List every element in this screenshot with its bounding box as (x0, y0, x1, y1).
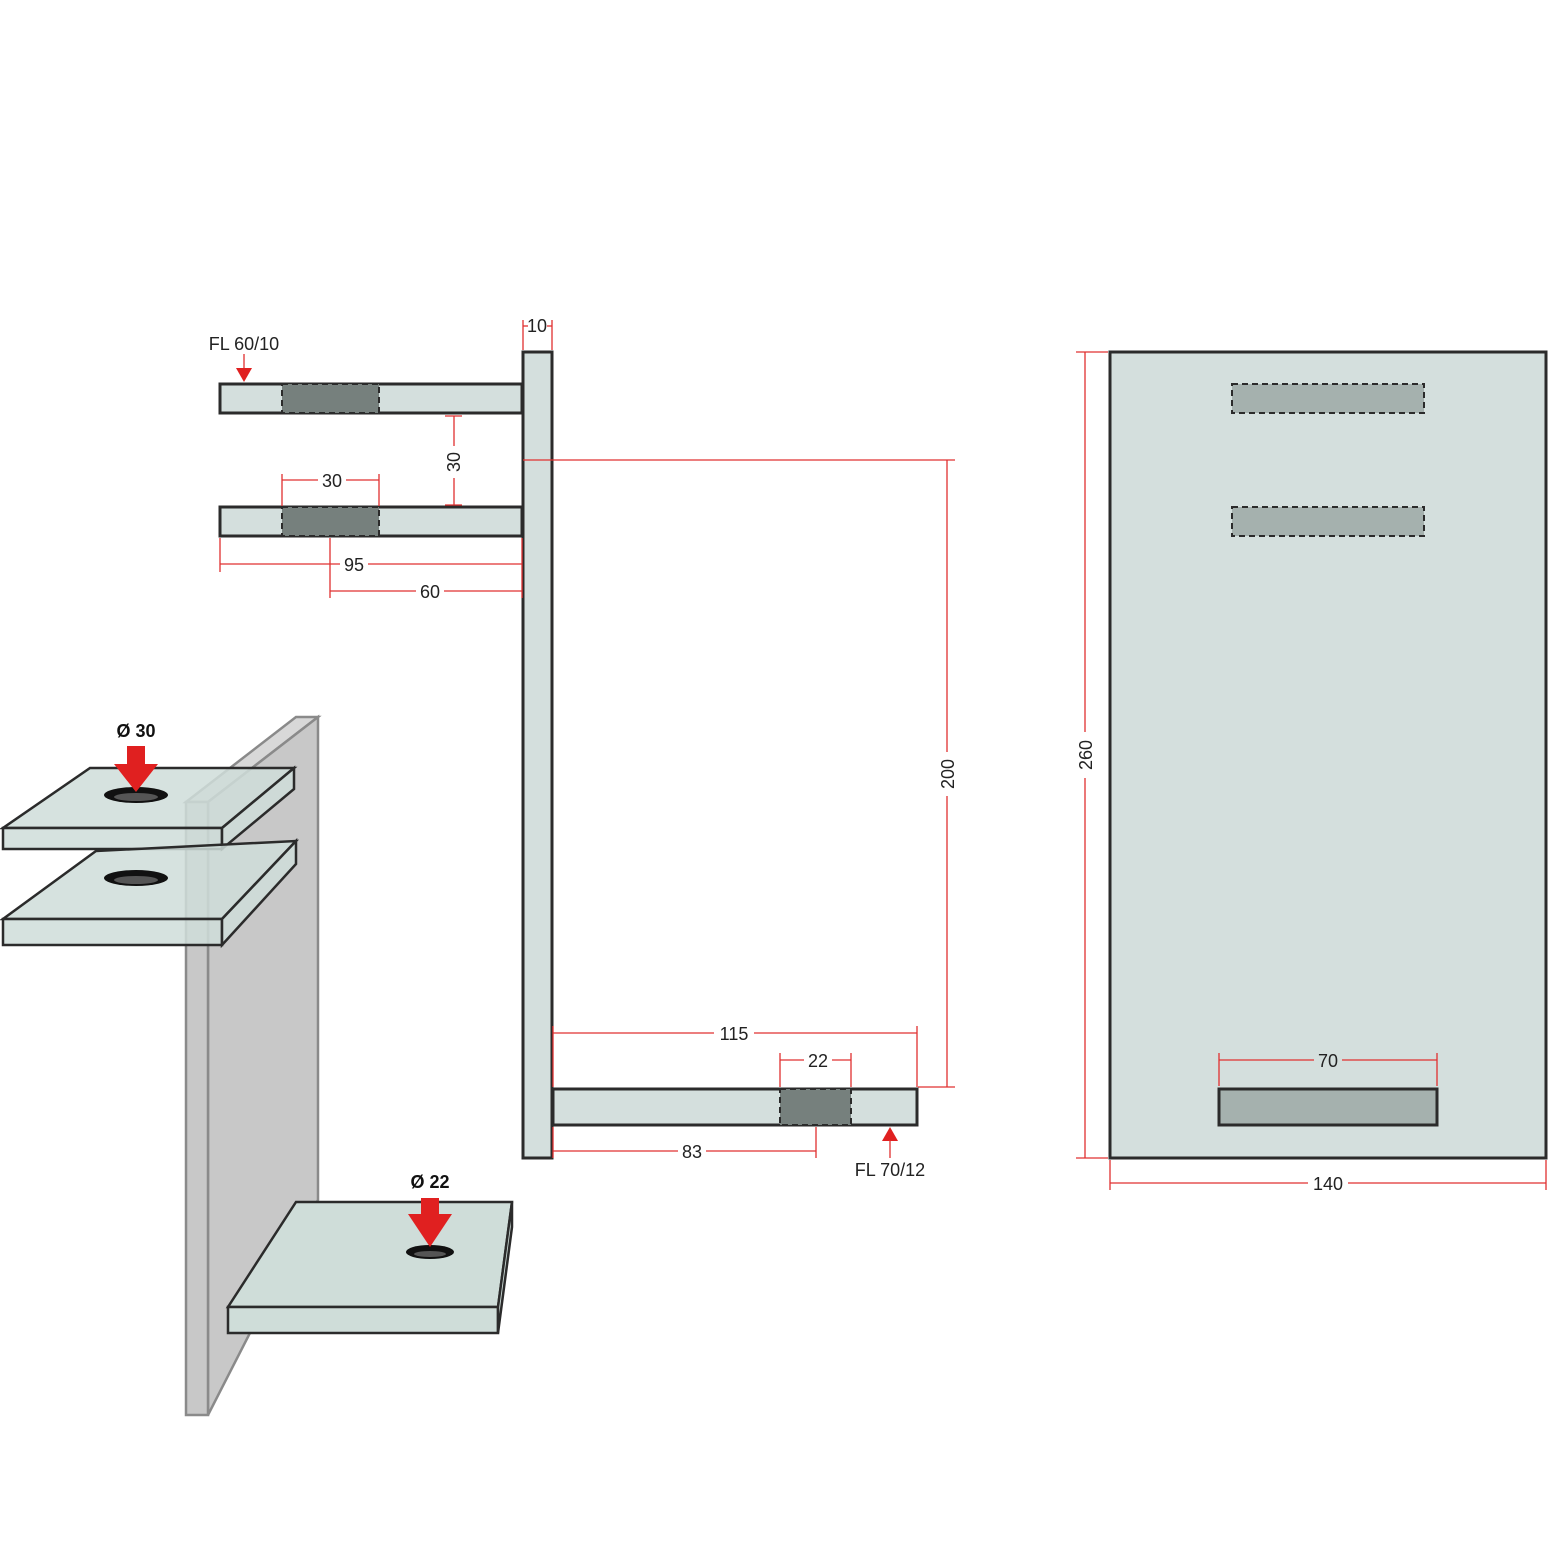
side-view: FL 60/10 FL 70/12 10 30 3 (209, 316, 958, 1180)
dim-83: 83 (552, 1127, 817, 1162)
dim-22: 22 (779, 1051, 852, 1087)
label-fl-60-10: FL 60/10 (209, 334, 279, 354)
dim-115: 115 (552, 1024, 918, 1087)
label-hole-30: Ø 30 (116, 721, 155, 741)
svg-text:60: 60 (420, 582, 440, 602)
svg-text:30: 30 (322, 471, 342, 491)
arrow-hole-bottom (408, 1198, 452, 1247)
vertical-plate (521, 350, 554, 1160)
label-hole-22: Ø 22 (410, 1172, 449, 1192)
iso-middle-plate-right (220, 837, 298, 949)
svg-text:83: 83 (682, 1142, 702, 1162)
svg-text:200: 200 (938, 759, 958, 789)
arrow-fl-top (236, 368, 252, 382)
iso-bottom-plate-front (226, 1305, 500, 1335)
isometric-view: Ø 30 Ø 22 (0, 714, 514, 1417)
dim-260: 260 (1076, 351, 1108, 1159)
svg-text:30: 30 (444, 452, 464, 472)
bottom-flat-bar (551, 1087, 919, 1127)
svg-text:22: 22 (808, 1051, 828, 1071)
dim-95: 95 (219, 538, 523, 598)
front-slot-bottom (1217, 1087, 1439, 1127)
dim-60: 60 (329, 538, 522, 602)
front-plate (1108, 350, 1548, 1160)
svg-text:115: 115 (720, 1024, 749, 1044)
svg-text:95: 95 (344, 555, 364, 575)
top-slot (281, 383, 380, 414)
label-fl-70-12: FL 70/12 (855, 1160, 925, 1180)
iso-top-plate-right (220, 765, 296, 852)
middle-slot (281, 506, 380, 537)
dim-10: 10 (522, 316, 553, 350)
dim-70: 70 (1218, 1051, 1438, 1086)
svg-text:70: 70 (1318, 1051, 1338, 1071)
dim-140: 140 (1109, 1160, 1547, 1194)
arrow-fl-bottom (882, 1127, 898, 1141)
dim-30-gap: 30 (444, 415, 464, 506)
arrow-hole-top (114, 746, 158, 792)
dim-30-width: 30 (281, 471, 380, 506)
front-slot-middle (1231, 506, 1425, 537)
svg-text:260: 260 (1076, 740, 1096, 770)
svg-text:140: 140 (1313, 1174, 1343, 1194)
dim-200: 200 (523, 459, 958, 1088)
bottom-slot (779, 1088, 852, 1126)
iso-bottom-plate-right (496, 1201, 514, 1334)
svg-text:10: 10 (527, 316, 547, 336)
iso-middle-plate-front (1, 917, 224, 947)
front-view: 260 70 140 (1076, 350, 1548, 1194)
front-slot-top (1231, 383, 1425, 414)
